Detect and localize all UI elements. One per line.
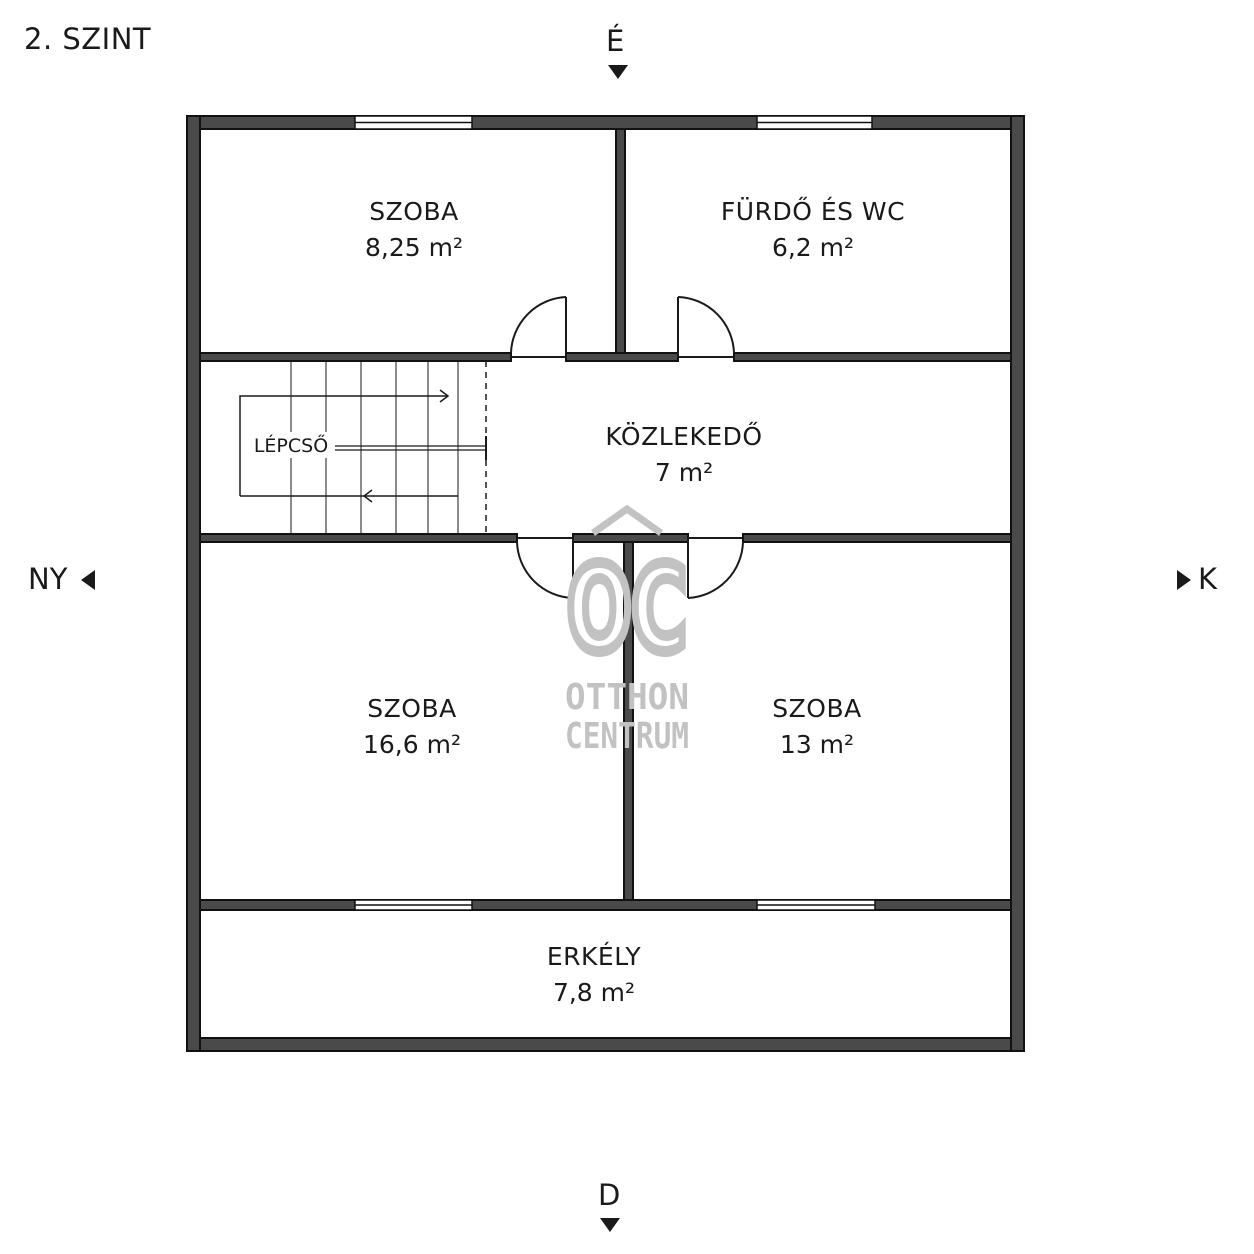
door-bathroom	[677, 296, 735, 358]
south-arrow-icon	[600, 1218, 620, 1232]
room-name-bedroom-top: SZOBA	[369, 197, 458, 226]
windows	[354, 115, 876, 911]
doors	[510, 296, 744, 599]
door-bedroom-right	[687, 537, 744, 599]
west-arrow-icon	[81, 570, 95, 590]
room-labels: SZOBA 8,25 m² FÜRDŐ ÉS WC 6,2 m² KÖZLEKE…	[363, 196, 905, 1007]
north-arrow-icon	[608, 65, 628, 79]
room-name-bedroom-left: SZOBA	[367, 694, 456, 723]
east-arrow-icon	[1177, 570, 1191, 590]
room-name-bathroom: FÜRDŐ ÉS WC	[721, 196, 905, 226]
otthon-centrum-watermark: OC OTTHON CENTRUM	[562, 504, 693, 757]
room-area-balcony: 7,8 m²	[553, 978, 635, 1007]
floor-title: 2. SZINT	[24, 22, 152, 56]
room-name-bedroom-right: SZOBA	[772, 694, 861, 723]
room-area-bedroom-left: 16,6 m²	[363, 730, 461, 759]
room-area-bathroom: 6,2 m²	[772, 233, 854, 262]
room-name-hallway: KÖZLEKEDŐ	[605, 421, 762, 451]
compass-east-label: K	[1198, 562, 1218, 596]
room-area-bedroom-right: 13 m²	[780, 730, 854, 759]
staircase	[239, 361, 487, 534]
door-bedroom-top	[510, 296, 567, 358]
watermark-line1: OTTHON	[565, 677, 689, 718]
watermark-monogram: OC	[567, 540, 687, 678]
stair-label: LÉPCSŐ	[254, 433, 328, 457]
roof-icon	[590, 504, 664, 536]
interior-walls	[199, 128, 1012, 911]
room-area-bedroom-top: 8,25 m²	[365, 233, 463, 262]
room-name-balcony: ERKÉLY	[547, 942, 641, 971]
watermark-line2: CENTRUM	[565, 716, 689, 757]
room-area-hallway: 7 m²	[655, 458, 713, 487]
compass-west-label: NY	[28, 562, 68, 596]
door-bedroom-left	[516, 537, 574, 599]
compass-north-label: É	[606, 24, 625, 58]
compass-south-label: D	[598, 1178, 621, 1212]
